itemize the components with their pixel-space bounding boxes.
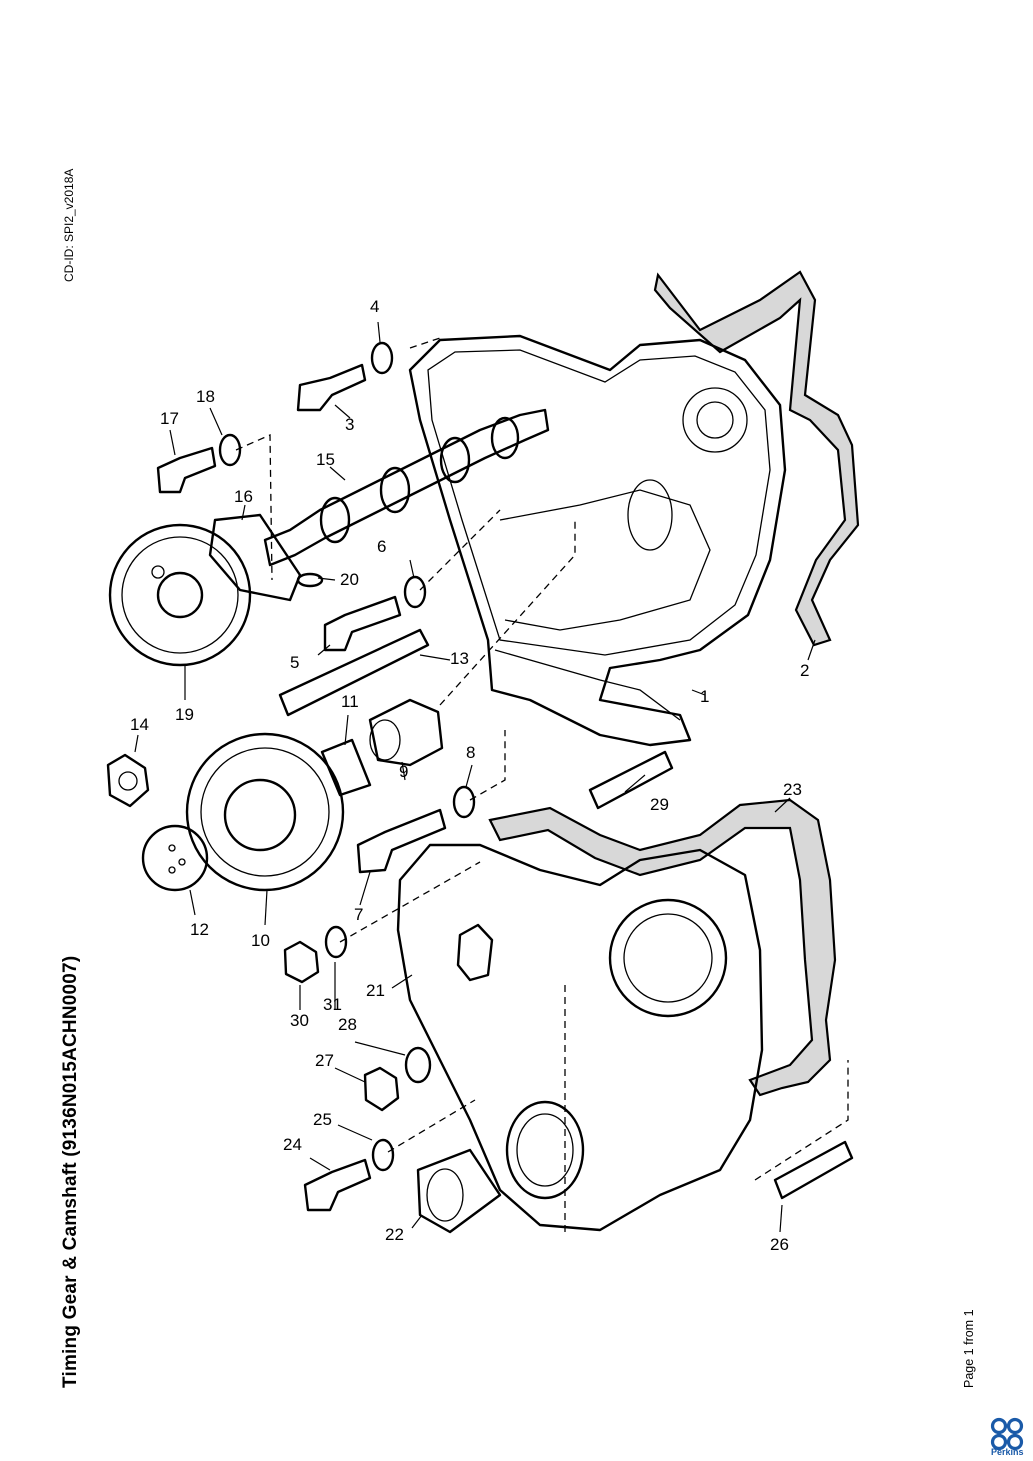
- washer-25: [371, 1138, 395, 1172]
- timing-case: [408, 334, 787, 747]
- callout-29: 29: [650, 795, 669, 814]
- timing-cover: [396, 843, 764, 1232]
- callout-12: 12: [190, 920, 209, 939]
- bolt-5: [323, 595, 402, 652]
- callout-1: 1: [700, 687, 709, 706]
- callout-11: 11: [341, 692, 359, 711]
- callout-13: 13: [450, 649, 469, 668]
- idler-hub: [368, 698, 444, 767]
- bolt-7: [356, 808, 447, 874]
- bolt-3: [296, 363, 367, 412]
- camshaft: [263, 408, 550, 567]
- callout-7: 7: [354, 905, 363, 924]
- callout-8: 8: [466, 743, 475, 762]
- bolt-17: [156, 446, 217, 494]
- idler-plate: [141, 824, 209, 892]
- callout-5: 5: [290, 653, 299, 672]
- callout-3: 3: [345, 415, 354, 434]
- stud-13: [278, 628, 430, 717]
- washer-18: [218, 433, 242, 467]
- callout-17: 17: [160, 409, 179, 428]
- brand-text: Perkins: [991, 1447, 1024, 1457]
- idler-bush: [320, 738, 372, 797]
- callout-2: 2: [800, 661, 809, 680]
- bolt-24: [303, 1158, 372, 1212]
- callout-18: 18: [196, 387, 215, 406]
- rear-gasket: [653, 270, 860, 647]
- callout-22: 22: [385, 1225, 404, 1244]
- callout-25: 25: [313, 1110, 332, 1129]
- oil-seal: [416, 1148, 502, 1234]
- page-indicator: Page 1 from 1: [962, 1309, 976, 1388]
- washer-31: [324, 925, 348, 959]
- callout-10: 10: [251, 931, 270, 950]
- key-20: [296, 572, 324, 588]
- stud-26: [773, 1140, 854, 1200]
- perkins-logo-icon: [990, 1417, 1024, 1451]
- callout-19: 19: [175, 705, 194, 724]
- front-gasket: [488, 798, 837, 1097]
- stud-29: [588, 750, 674, 810]
- idler-gear: [185, 732, 345, 892]
- camshaft-gear: [108, 523, 252, 667]
- callout-9: 9: [399, 762, 408, 781]
- thrust-plate: [208, 513, 302, 602]
- callout-28: 28: [338, 1015, 357, 1034]
- callout-4: 4: [370, 297, 379, 316]
- callout-20: 20: [340, 570, 359, 589]
- page-title: Timing Gear & Camshaft (9136N015ACHN0007…: [60, 955, 81, 1388]
- callout-31: 31: [323, 995, 342, 1014]
- callout-6: 6: [377, 537, 386, 556]
- nut-30: [283, 940, 320, 984]
- nut-27: [363, 1066, 400, 1112]
- callout-26: 26: [770, 1235, 789, 1254]
- washer-28: [404, 1046, 432, 1084]
- callout-27: 27: [315, 1051, 334, 1070]
- callout-15: 15: [316, 450, 335, 469]
- washer-4: [370, 341, 394, 375]
- washer-6: [403, 575, 427, 609]
- nut-14: [106, 753, 150, 808]
- cd-id-label: CD-ID: SPI2_v2018A: [62, 168, 76, 282]
- washer-8: [452, 785, 476, 819]
- callout-14: 14: [130, 715, 149, 734]
- callout-24: 24: [283, 1135, 302, 1154]
- exploded-parts-diagram: 1 2 3 4 5 6 7 8 9 10 11 12 13 14 15 16 1…: [106, 270, 860, 1254]
- callout-30: 30: [290, 1011, 309, 1030]
- callout-16: 16: [234, 487, 253, 506]
- callout-21: 21: [366, 981, 385, 1000]
- callout-23: 23: [783, 780, 802, 799]
